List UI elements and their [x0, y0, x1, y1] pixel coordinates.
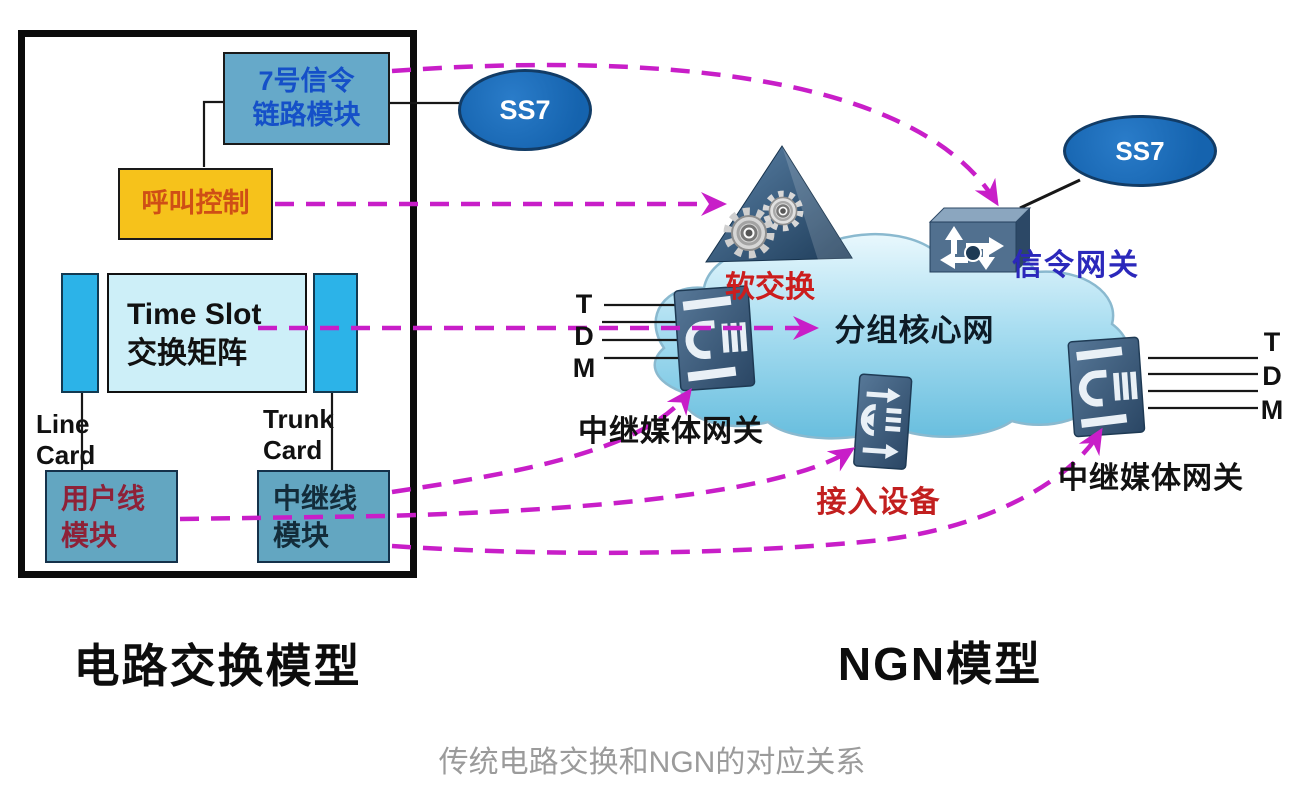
access-device-icon	[853, 373, 913, 470]
trunk-card-line2: Card	[263, 435, 323, 465]
trunk-card-label: Trunk Card	[263, 404, 355, 466]
tdm-right-t: T	[1263, 327, 1281, 357]
line-card-line2: Card	[36, 440, 96, 470]
gear-icon	[723, 207, 775, 259]
trunk-card-bar	[313, 273, 358, 393]
ngn-model-title: NGN模型	[837, 638, 1043, 690]
time-slot-line2: 交换矩阵	[127, 337, 247, 370]
circuit-model-title: 电路交换模型	[73, 640, 362, 692]
gear-icon	[762, 190, 804, 232]
subscriber-line-module-box: 用户线 模块	[45, 470, 178, 563]
arrow-trunkmodule-to-right-gateway	[391, 427, 1103, 556]
call-control-box: 呼叫控制	[118, 168, 273, 240]
ss7-ellipse-left: SS7	[458, 69, 592, 151]
ss7-ellipse-right: SS7	[1063, 115, 1217, 187]
trunk-module-line1: 中继线	[273, 483, 358, 514]
trunk-media-gateway-right-icon	[1068, 337, 1145, 437]
tdm-left-t: T	[575, 289, 593, 319]
tdm-label-right: T D M	[1254, 325, 1290, 427]
trunk-card-line1: Trunk	[263, 404, 334, 434]
access-device-label: 接入设备	[816, 486, 941, 519]
figure-caption: 传统电路交换和NGN的对应关系	[438, 746, 866, 779]
line-card-line1: Line	[36, 409, 90, 439]
trunk-module-line2: 模块	[273, 520, 330, 551]
trunk-media-gateway-right-label: 中继媒体网关	[1058, 462, 1244, 495]
siggw-ss7-line	[1019, 178, 1081, 210]
tdm-right-m: M	[1260, 395, 1284, 425]
tdm-left-m: M	[572, 353, 596, 383]
line-card-bar	[61, 273, 99, 393]
circuit-switch-frame	[18, 30, 417, 578]
trunk-line-module-box: 中继线 模块	[257, 470, 390, 563]
tdm-right-d: D	[1262, 361, 1282, 391]
softswitch-label: 软交换	[725, 271, 815, 304]
trunk-media-gateway-left-label: 中继媒体网关	[578, 415, 764, 448]
packet-core-label: 分组核心网	[834, 313, 995, 348]
signaling-module-box: 7号信令 链路模块	[223, 52, 390, 145]
subscriber-module-line1: 用户线	[61, 483, 146, 514]
signaling-module-line1: 7号信令	[258, 66, 355, 96]
line-card-label: Line Card	[36, 409, 116, 471]
signaling-module-line2: 链路模块	[252, 100, 361, 130]
signaling-gateway-label: 信令网关	[1012, 249, 1140, 282]
softswitch-pyramid-icon	[705, 145, 853, 263]
time-slot-line1: Time Slot	[127, 298, 262, 331]
tdm-left-d: D	[574, 321, 594, 351]
time-slot-matrix-box: Time Slot 交换矩阵	[107, 273, 307, 393]
subscriber-module-line2: 模块	[61, 520, 118, 551]
tdm-label-left: T D M	[566, 288, 602, 384]
